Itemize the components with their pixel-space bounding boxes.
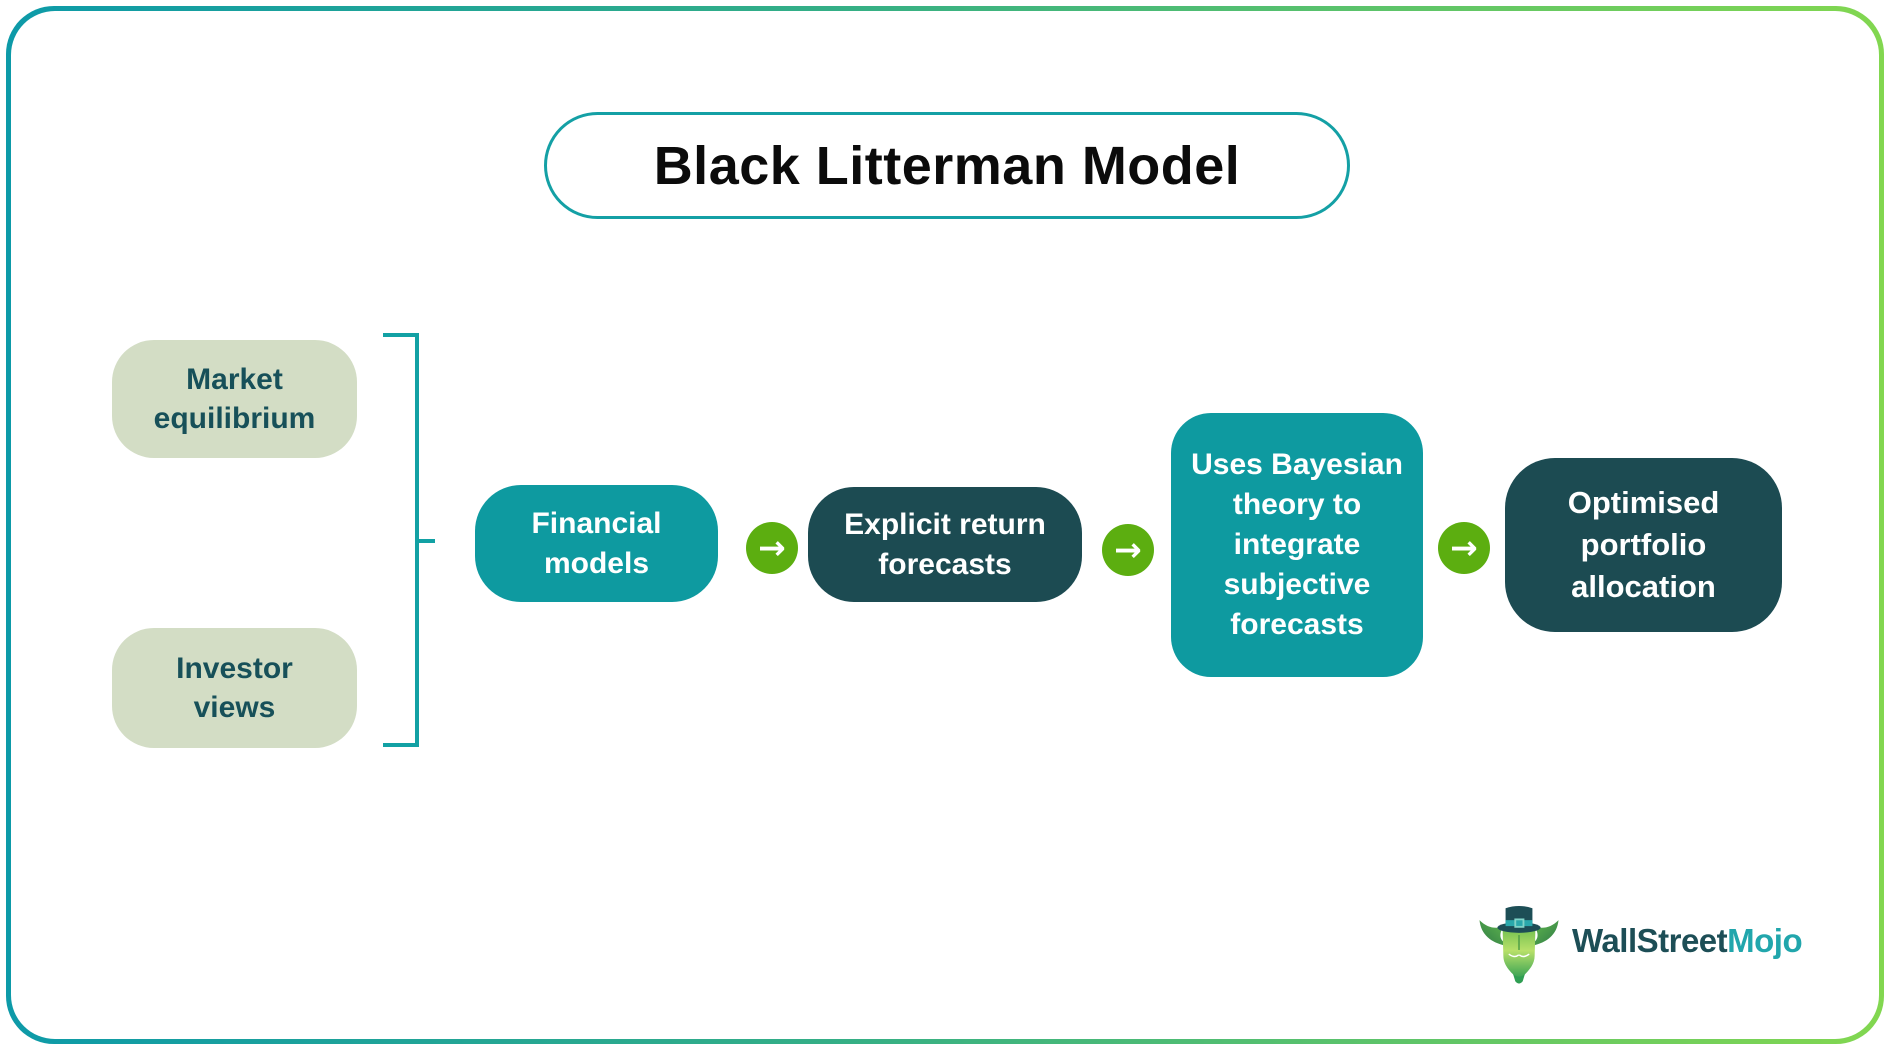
title-pill: Black Litterman Model — [544, 112, 1350, 219]
flow-step-bayesian-theory: Uses Bayesian theory to integrate subjec… — [1171, 413, 1423, 677]
arrow-right-icon: → — [1438, 522, 1490, 574]
wallstreetmojo-logo: WallStreetMojo — [1478, 899, 1803, 989]
page-title: Black Litterman Model — [653, 135, 1241, 196]
logo-wallstreet-label: WallStreet — [1572, 922, 1728, 959]
flow-label-optimised-portfolio-allocation: Optimised portfolio allocation — [1567, 485, 1720, 604]
flow-label-bayesian-theory: Uses Bayesian theory to integrate subjec… — [1191, 448, 1403, 641]
arrow-right-icon: → — [746, 522, 798, 574]
flow-label-financial-models: Financial models — [531, 506, 662, 580]
input-label-market-equilibrium: Market equilibrium — [153, 363, 316, 435]
flow-step-explicit-return-forecasts: Explicit return forecasts — [808, 487, 1082, 602]
logo-mojo-label: Mojo — [1727, 922, 1803, 959]
flow-label-explicit-return-forecasts: Explicit return forecasts — [844, 507, 1046, 581]
flow-step-optimised-portfolio-allocation: Optimised portfolio allocation — [1505, 458, 1782, 632]
input-box-investor-views: Investor views — [112, 628, 357, 748]
bull-mascot-icon — [1479, 905, 1559, 984]
input-label-investor-views: Investor views — [176, 652, 293, 724]
logo-wordmark: WallStreetMojo — [1572, 922, 1803, 960]
input-box-market-equilibrium: Market equilibrium — [112, 340, 357, 458]
flow-step-financial-models: Financial models — [475, 485, 718, 602]
arrow-right-icon: → — [1102, 524, 1154, 576]
bracket-connector-icon — [383, 333, 435, 747]
